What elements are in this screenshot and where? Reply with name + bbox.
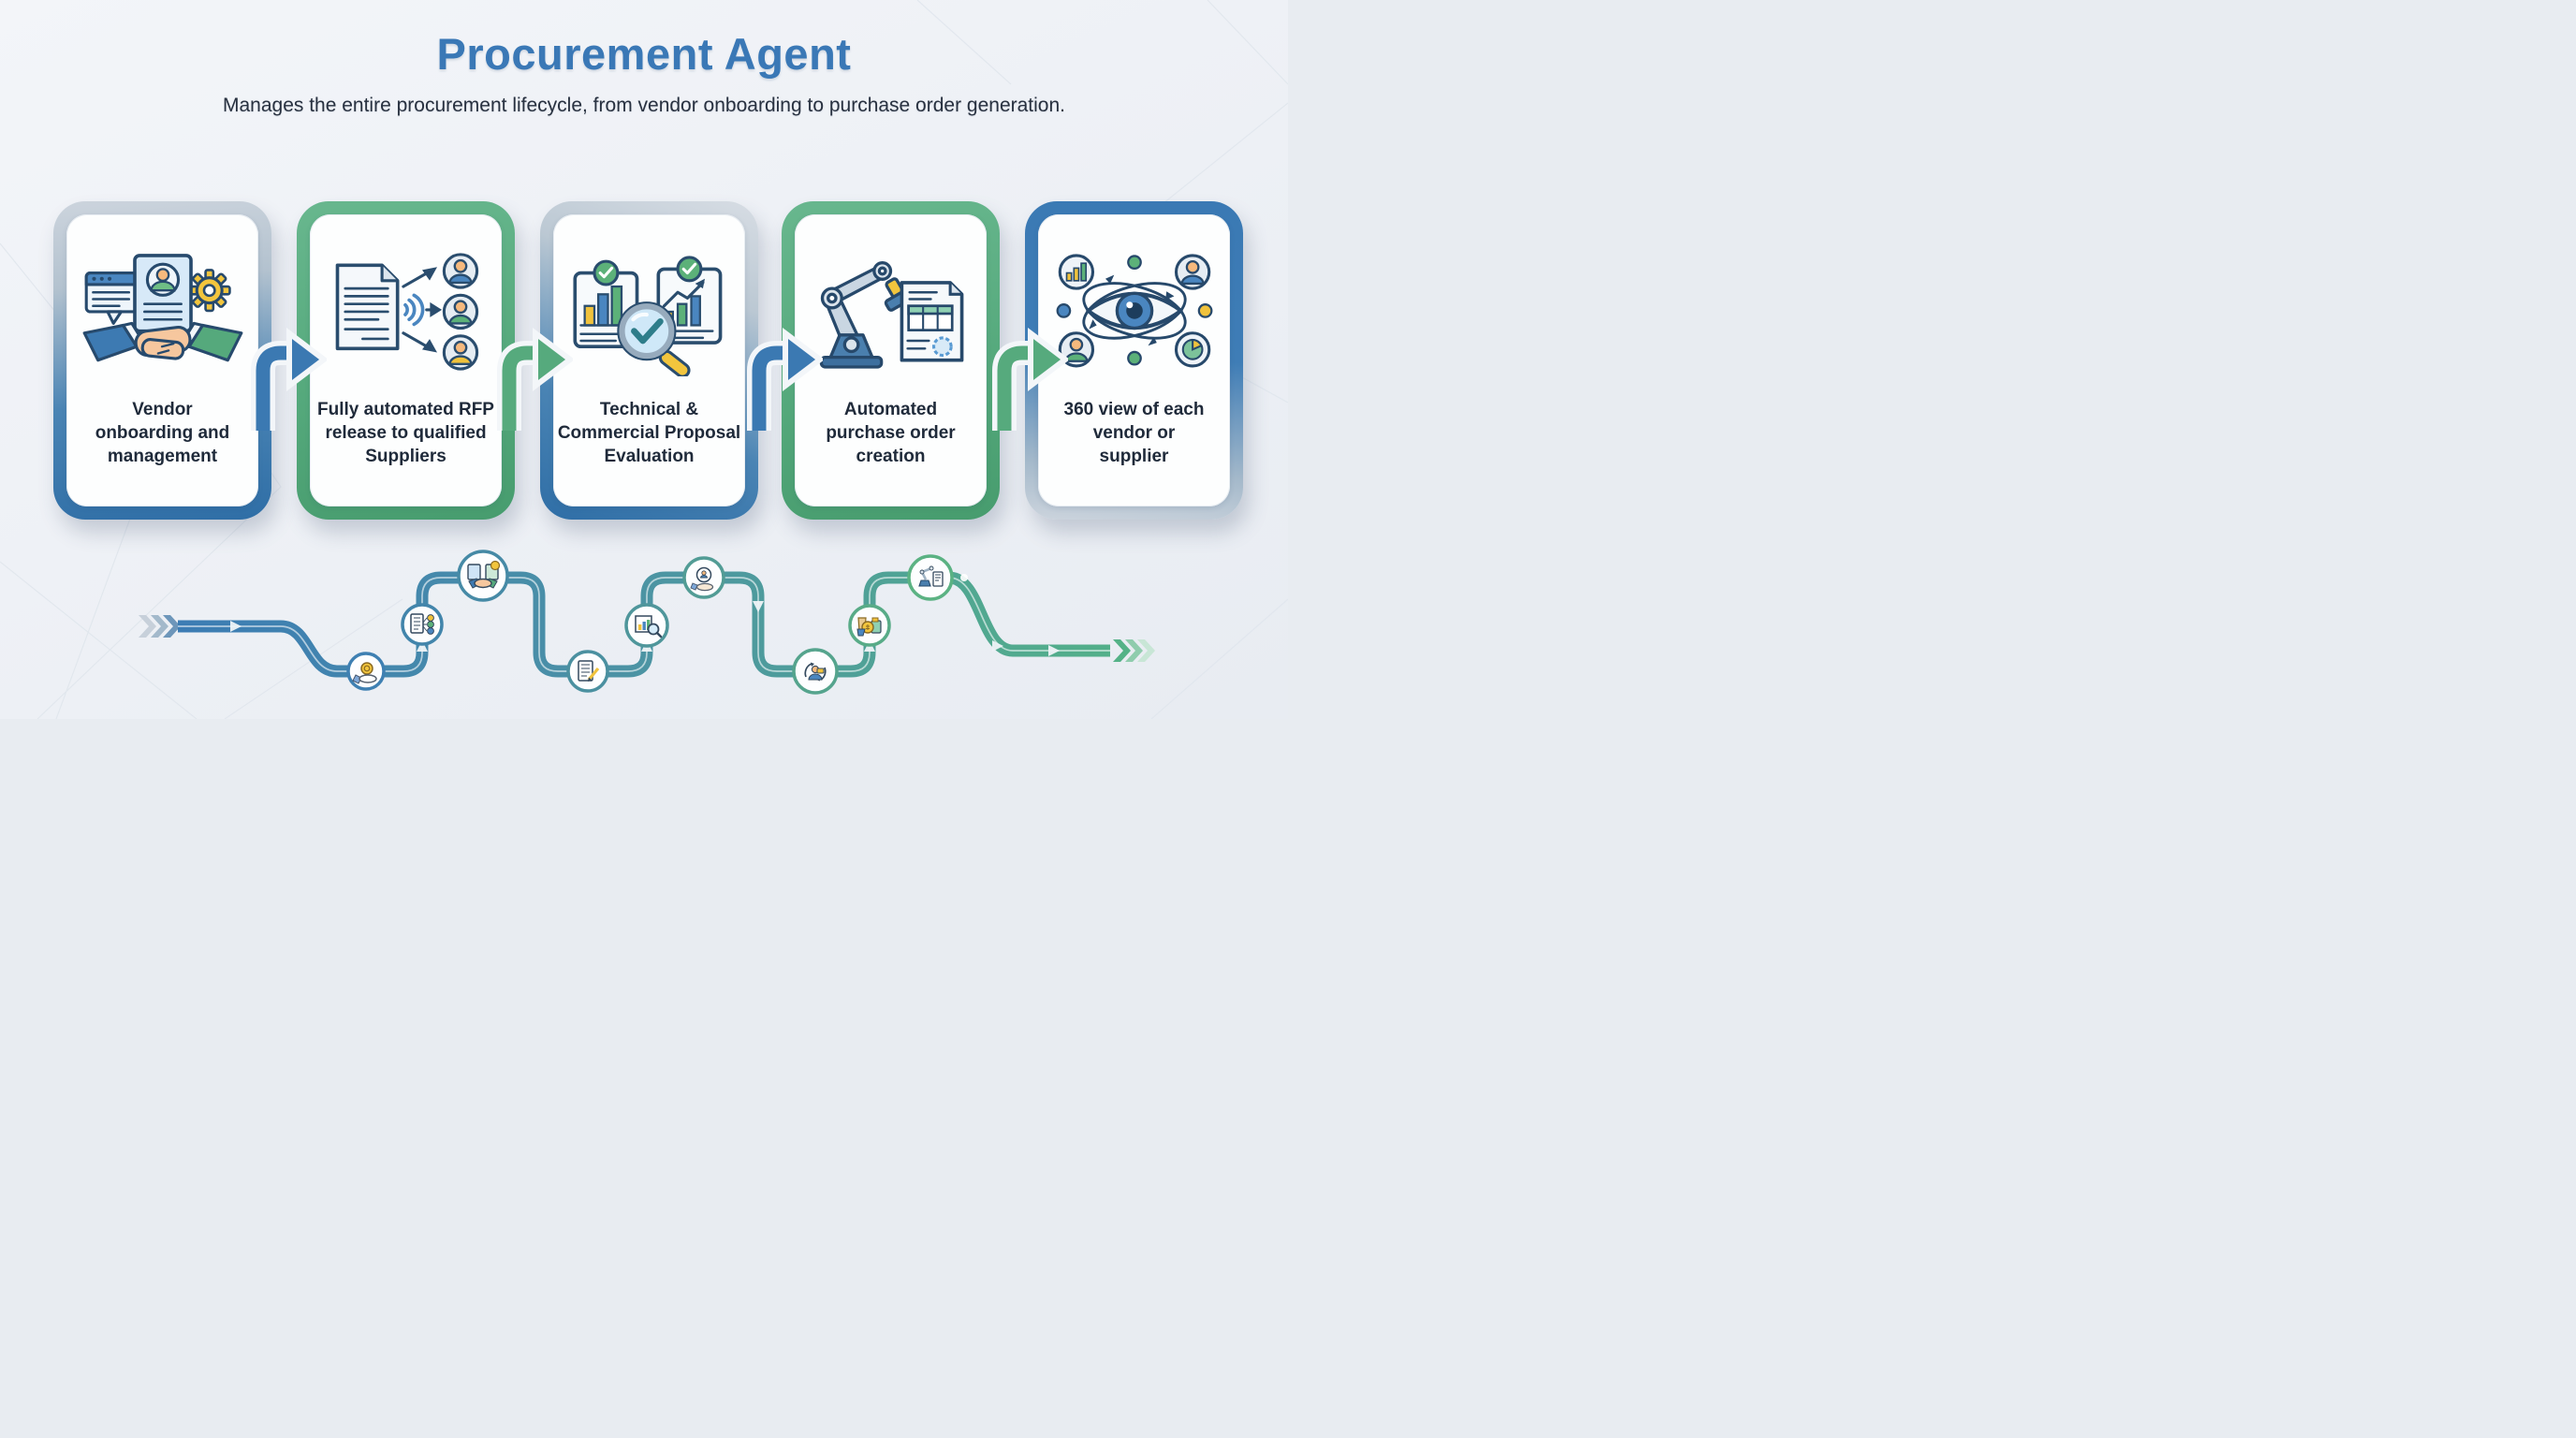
header: Procurement Agent Manages the entire pro… (0, 28, 1288, 117)
step-card-proposal-evaluation: Technical & Commercial Proposal Evaluati… (540, 201, 758, 520)
step-label: Technical & Commercial Proposal Evaluati… (557, 400, 741, 467)
vendor-avatar-icon (1058, 331, 1094, 368)
vendor-avatar-icon (1174, 254, 1210, 290)
seal-icon (931, 336, 953, 358)
bar-chart-badge-icon (1058, 254, 1094, 290)
connector-arrow-2-icon (497, 327, 573, 431)
timeline-node-chart-magnifier (624, 603, 669, 648)
step-card-purchase-order: Automated purchase order creation (782, 201, 1000, 520)
robot-arm-stamp-purchase-order-icon (819, 261, 963, 369)
page-title: Procurement Agent (436, 29, 852, 79)
timeline-node-handshake-deal (457, 550, 509, 602)
timeline-node-hand-badge (682, 556, 725, 599)
start-chevrons-icon (139, 615, 181, 638)
step-label: Vendor onboarding and management (95, 400, 230, 467)
pie-chart-badge-icon (1174, 331, 1210, 368)
page-subtitle: Manages the entire procurement lifecycle… (222, 95, 1066, 116)
step-card-vendor-onboarding: Vendor onboarding and management (53, 201, 271, 520)
end-chevrons-icon (1113, 639, 1155, 662)
procurement-agent-infographic: Procurement Agent Manages the entire pro… (0, 0, 1288, 719)
broadcast-waves-icon (402, 293, 424, 327)
connector-arrow-4-icon (992, 327, 1068, 431)
step-label: Fully automated RFP release to qualified… (317, 400, 494, 467)
step-label: 360 view of each vendor or supplier (1063, 400, 1205, 467)
timeline-node-document-pen (566, 650, 609, 693)
rfp-broadcast-to-suppliers-icon (335, 253, 478, 371)
process-timeline-path (139, 550, 1155, 695)
timeline-node-robot-stamp-document (907, 554, 954, 601)
gear-icon (187, 269, 231, 313)
chart-docs-magnifier-check-icon (572, 256, 722, 376)
purchase-order-document-icon (900, 281, 963, 362)
magnifier-check-icon (616, 301, 691, 376)
timeline-node-document-checklist (401, 603, 444, 646)
step-label: Automated purchase order creation (826, 400, 956, 467)
connector-arrow-1-icon (251, 327, 327, 431)
timeline-node-person-sync-arrows (792, 648, 839, 695)
step-card-rfp-release: Fully automated RFP release to qualified… (297, 201, 515, 520)
eye-360-orbit-satellites-icon (1056, 254, 1212, 368)
supplier-avatars-icon (442, 253, 478, 371)
eye-icon (1085, 291, 1183, 330)
timeline-node-goods-payment-coin (848, 604, 891, 647)
connector-arrow-3-icon (747, 327, 823, 431)
timeline-node-hand-coin (346, 652, 386, 691)
step-card-360-view: 360 view of each vendor or supplier (1025, 201, 1243, 520)
handshake-id-card-gear-icon (82, 254, 242, 362)
handshake-icon (82, 321, 242, 362)
